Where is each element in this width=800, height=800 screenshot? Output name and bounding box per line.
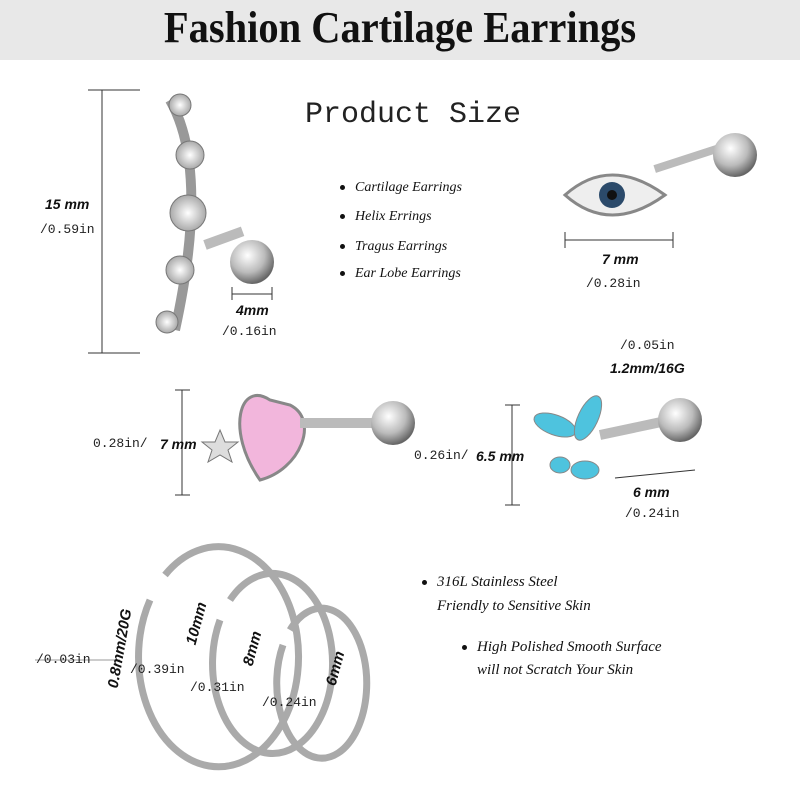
feature-item: High Polished Smooth Surface [462,639,662,656]
feature-item-detail: Friendly to Sensitive Skin [437,598,591,614]
butterfly-bar-mm: 6 mm [633,484,670,500]
butterfly-bar-in: /0.24in [625,506,680,521]
climber-earring [88,89,274,354]
evil-eye-earring [562,133,757,248]
butterfly-height-mm: 6.5 mm [476,448,525,464]
feature-item-detail: will not Scratch Your Skin [477,662,634,678]
type-list-item: Helix Errings [340,209,432,225]
eye-width-mm: 7 mm [602,251,639,267]
hoop-size-in: /0.39in [130,662,185,677]
climber-ball-mm: 4mm [236,302,269,318]
product-size-heading: Product Size [305,98,522,132]
butterfly-height-in: 0.26in/ [414,448,469,463]
type-list-item: Cartilage Earrings [340,180,462,196]
butterfly-earring [505,395,702,506]
type-list-item: Tragus Earrings [340,239,447,255]
butterfly-gauge-in: /0.05in [620,338,675,353]
feature-item: 316L Stainless Steel [422,574,558,591]
title-bar [0,0,800,60]
climber-height-in: /0.59in [40,222,95,237]
heart-height-in: 0.28in/ [93,436,148,451]
climber-ball-in: /0.16in [222,324,277,339]
heart-earring [175,389,415,496]
hoop-earrings [35,543,371,771]
eye-width-in: /0.28in [586,276,641,291]
page-title: Fashion Cartilage Earrings [163,3,637,52]
type-list-item: Ear Lobe Earrings [340,266,461,282]
hoop-size-in: /0.24in [262,695,317,710]
butterfly-gauge-mm: 1.2mm/16G [610,360,685,376]
hoop-gauge-in: /0.03in [36,652,91,667]
climber-height-mm: 15 mm [45,196,90,212]
heart-height-mm: 7 mm [160,436,197,452]
hoop-size-in: /0.31in [190,680,245,695]
